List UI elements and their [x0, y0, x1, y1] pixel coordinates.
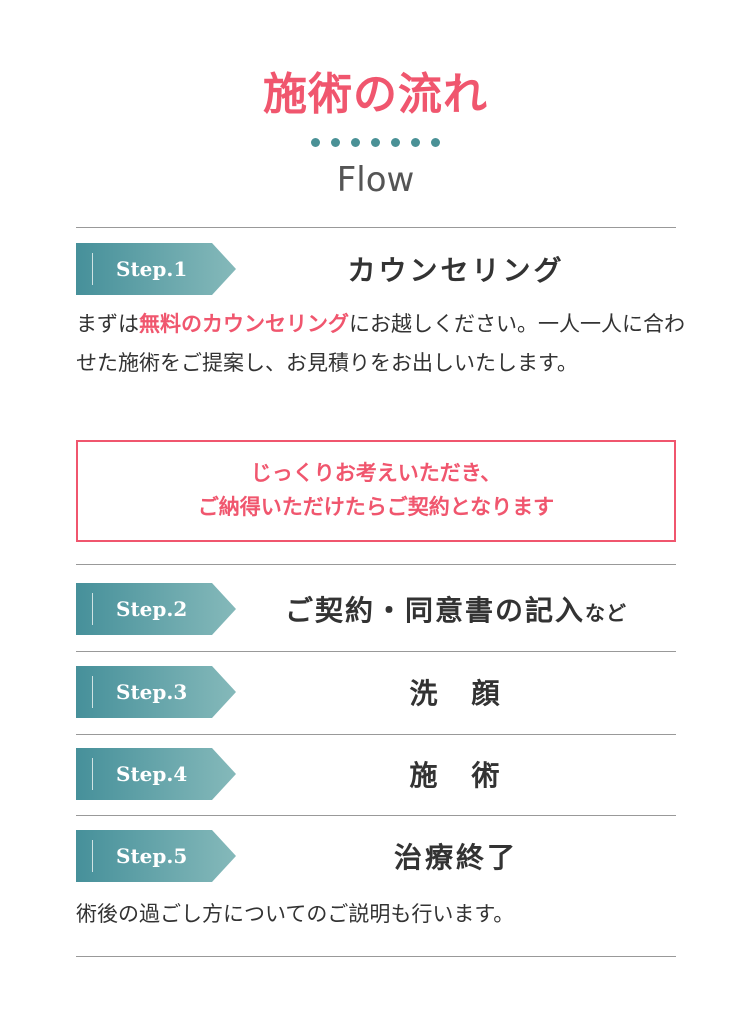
divider: [76, 956, 676, 957]
step-5-title: 治療終了: [393, 841, 518, 874]
desc-text: まずは: [76, 312, 139, 336]
divider: [76, 815, 676, 816]
step-1-badge: Step.1: [76, 243, 236, 295]
step-5-badge: Step.5: [76, 830, 236, 882]
step-4-badge: Step.4: [76, 748, 236, 800]
step-3-title: 洗 顔: [409, 677, 503, 710]
dots-divider: [0, 138, 751, 147]
step-3-badge: Step.3: [76, 666, 236, 718]
step-2-title-suffix: など: [585, 601, 627, 625]
desc-text: にお越しください。一人一人に合わせた施術をご提案し、お見積りをお出しいたします。: [76, 312, 685, 375]
desc-highlight: 無料のカウンセリング: [139, 312, 349, 336]
page-title: 施術の流れ: [263, 69, 488, 120]
step-1-note: じっくりお考えいただき、ご納得いただけたらご契約となります: [76, 440, 676, 542]
step-2-badge: Step.2: [76, 583, 236, 635]
divider: [76, 227, 676, 228]
divider: [76, 651, 676, 652]
note-line: ご納得いただけたらご契約となります: [197, 495, 555, 519]
step-2-title: ご契約・同意書の記入など: [236, 589, 676, 629]
page-subtitle: Flow: [336, 160, 415, 200]
step-4-title: 施 術: [409, 759, 503, 792]
step-1-description: まずは無料のカウンセリングにお越しください。一人一人に合わせた施術をご提案し、お…: [76, 305, 686, 383]
step-2-title-text: ご契約・同意書の記入: [284, 594, 585, 627]
divider: [76, 734, 676, 735]
note-line: じっくりお考えいただき、: [250, 461, 502, 485]
step-1-title: カウンセリング: [347, 254, 565, 287]
step-5-description: 術後の過ごし方についてのご説明も行います。: [76, 902, 515, 926]
divider: [76, 564, 676, 565]
